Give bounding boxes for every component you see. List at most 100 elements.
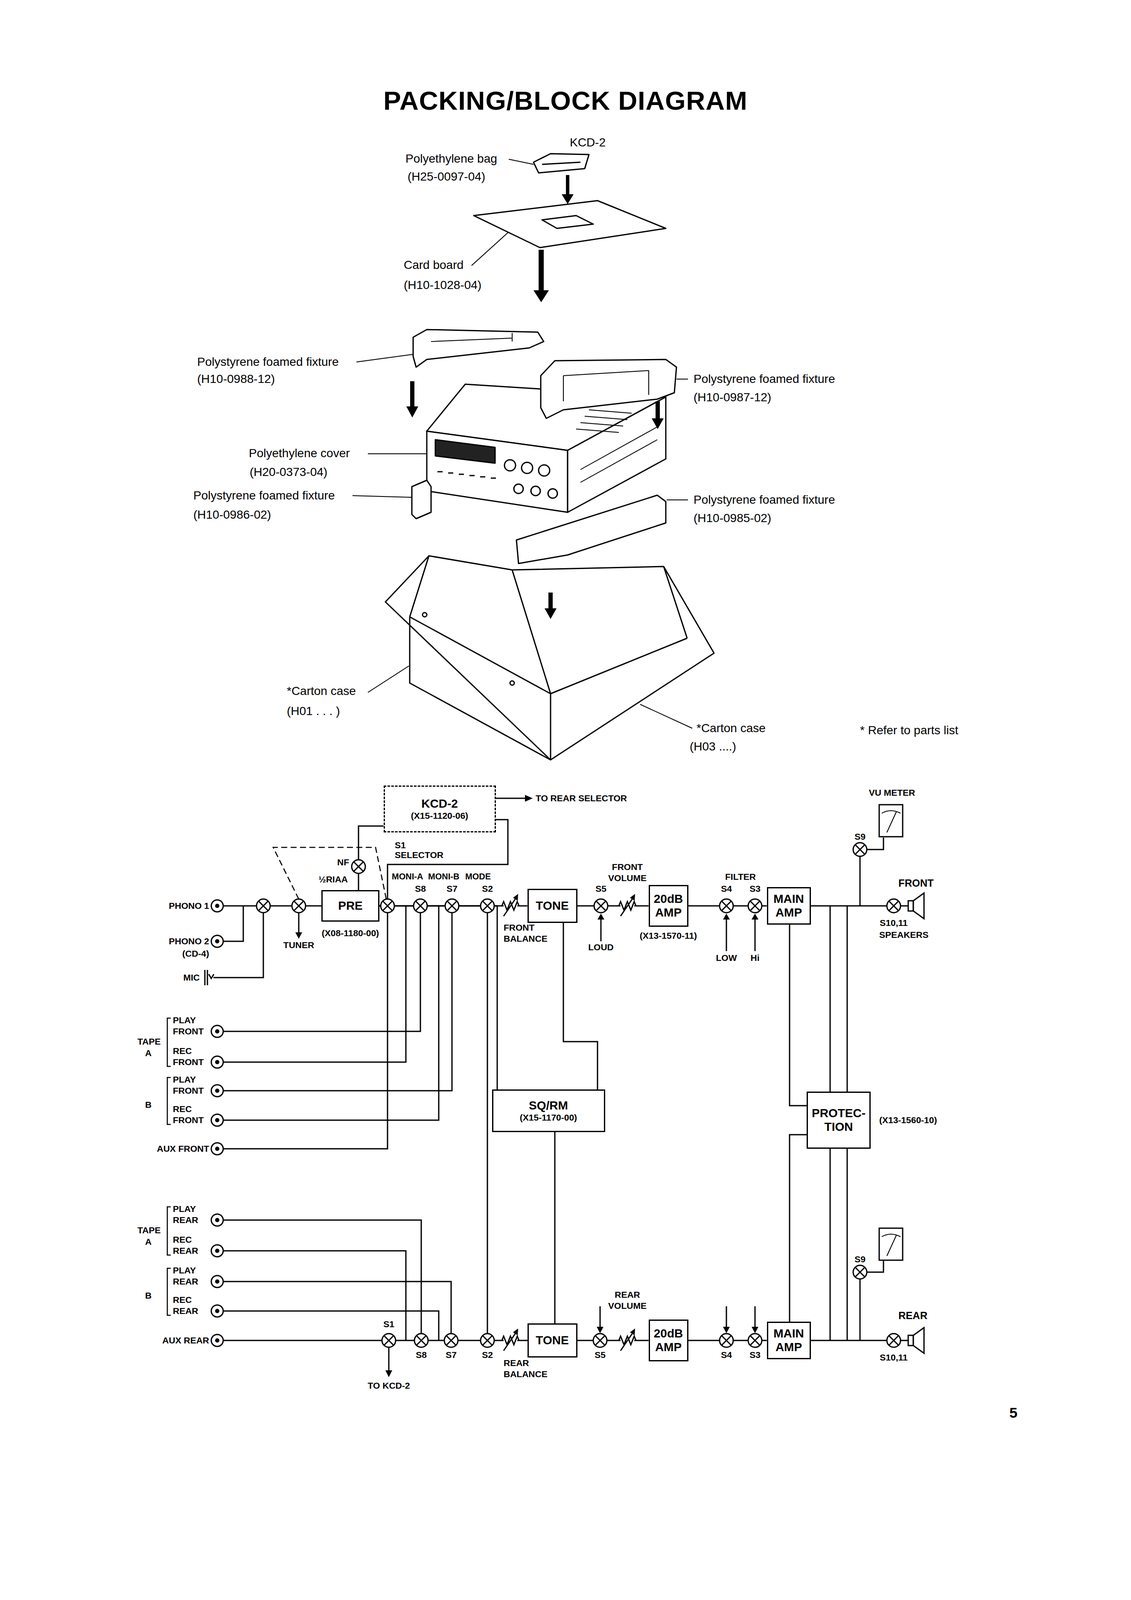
switch-symbol [414, 1333, 429, 1347]
label-text: VU METER [868, 787, 916, 798]
label-text: S8 [415, 1349, 427, 1360]
label-text: AUX FRONT [157, 1143, 210, 1154]
carton-case [385, 555, 715, 760]
label-text: TAPE [137, 1224, 161, 1236]
label-text: Polyethylene bag [405, 151, 498, 166]
switch-symbol [853, 1265, 867, 1279]
label-text: (X13-1560-10) [879, 1114, 937, 1126]
foam-fixture [411, 480, 432, 519]
jack-symbol [211, 1142, 224, 1155]
label-text: LOW [716, 952, 738, 963]
signal-wires [213, 798, 909, 1371]
label-text: REAR BALANCE [503, 1357, 548, 1379]
label-text: (H10-0988-12) [197, 372, 275, 386]
label-text: (H10-0986-02) [193, 507, 272, 522]
label-text: REC REAR [172, 1294, 199, 1316]
amplifier-side [567, 396, 666, 513]
signal-connector [554, 1131, 556, 1324]
label-text: S1 [394, 839, 406, 851]
label-text: S4 [720, 1349, 732, 1360]
amplifier-buttons [437, 471, 496, 479]
label-text: FRONT BALANCE [503, 921, 548, 944]
tape-brackets [167, 1017, 171, 1315]
block-box: MAIN AMP [766, 1321, 811, 1359]
label-text: S9 [854, 831, 866, 842]
label-text: *Carton case [286, 684, 356, 698]
variable-resistor-symbol [501, 1331, 519, 1351]
block-name: MAIN AMP [773, 891, 805, 920]
label-text: NF [337, 856, 350, 868]
label-text: KCD-2 [569, 135, 606, 150]
label-text: A [145, 1047, 152, 1059]
block-box: TONE [527, 888, 578, 923]
label-text: MODE [465, 871, 491, 882]
foam-detail [431, 332, 513, 342]
arrow-head [597, 913, 605, 920]
arrow-head [596, 1326, 604, 1333]
switch-symbol [351, 859, 366, 874]
down-arrow [548, 592, 553, 610]
down-arrow [561, 194, 574, 205]
label-text: (X13-1570-11) [639, 930, 697, 941]
block-box: 20dB AMP [648, 884, 689, 927]
down-arrow [410, 381, 415, 408]
label-text: S8 [414, 883, 426, 894]
leader-lines [352, 159, 693, 729]
down-arrow [565, 174, 570, 196]
arrow-head [751, 1326, 759, 1333]
label-text: MONI-A [391, 871, 423, 882]
label-text: ½RIAA [318, 874, 348, 885]
vu-meter-needle [881, 1233, 901, 1256]
block-box: TONE [527, 1323, 578, 1358]
amplifier-vents [576, 409, 658, 483]
vu-meter-symbol [879, 1227, 903, 1260]
block-name: TONE [535, 1333, 569, 1347]
label-text: S5 [594, 1349, 606, 1360]
switch-symbol [886, 1333, 901, 1347]
label-text: PLAY REAR [172, 1264, 199, 1287]
label-text: TO REAR SELECTOR [535, 792, 627, 804]
carton-hole [510, 680, 515, 686]
bag-detail [542, 162, 581, 165]
speaker-symbol [908, 1335, 914, 1346]
label-text: SELECTOR [394, 849, 444, 860]
carton-hole [422, 612, 427, 617]
label-text: B [145, 1099, 152, 1110]
switch-symbol [445, 898, 459, 913]
block-name: PROTEC- TION [811, 1106, 866, 1134]
block-name: 20dB AMP [653, 1326, 683, 1354]
arrow-head [524, 794, 533, 802]
label-text: S2 [481, 1349, 493, 1360]
block-box: PROTEC- TION [806, 1091, 871, 1149]
label-text: TO KCD-2 [367, 1380, 411, 1391]
switch-symbol [413, 898, 428, 913]
arrow-head [385, 1370, 393, 1377]
label-text: (H03 ....) [689, 739, 737, 754]
switch-symbol [480, 898, 495, 913]
switch-symbol [593, 1333, 607, 1347]
mic-symbol [204, 969, 214, 986]
arrow-head [722, 1326, 730, 1333]
block-name: TONE [535, 898, 569, 913]
variable-resistor-symbol [618, 1331, 636, 1351]
switch-symbol [480, 1333, 495, 1347]
label-text: B [145, 1290, 152, 1301]
amplifier-knob [521, 462, 533, 474]
label-text: AUX REAR [162, 1335, 210, 1346]
switch-symbol [853, 842, 867, 857]
label-text: PLAY FRONT [172, 1014, 204, 1037]
card-board [473, 200, 666, 248]
label-text: TAPE [137, 1036, 161, 1047]
label-text: S10,11 [879, 917, 908, 928]
label-text: PLAY FRONT [172, 1073, 204, 1096]
label-text: Card board [403, 258, 464, 272]
diagram-title: PACKING/BLOCK DIAGRAM [383, 85, 748, 116]
card-board-slot [542, 215, 594, 229]
jack-symbol [211, 1334, 224, 1347]
label-text: (H20-0373-04) [249, 465, 328, 479]
foam-fixture [413, 329, 544, 368]
amplifier-knob [538, 464, 550, 476]
signal-connector [577, 905, 649, 907]
label-text: FILTER [725, 871, 756, 882]
